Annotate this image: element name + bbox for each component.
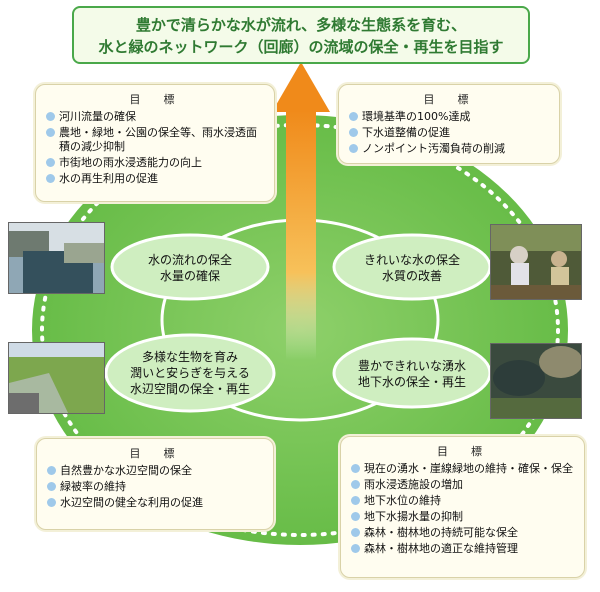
theme-line: 水の流れの保全 xyxy=(120,252,260,268)
goals-bottom-right: 目 標 現在の湧水・崖線緑地の維持・確保・保全 雨水浸透施設の増加 地下水位の維… xyxy=(340,436,585,578)
goal-item: 下水道整備の促進 xyxy=(349,126,549,140)
goal-item: 緑被率の維持 xyxy=(47,480,263,494)
theme-line: 地下水の保全・再生 xyxy=(342,374,482,390)
bullet-icon xyxy=(351,528,360,537)
goals-title: 目 標 xyxy=(46,91,264,107)
goal-item: 水辺空間の健全な利用の促進 xyxy=(47,496,263,510)
goal-item: 自然豊かな水辺空間の保全 xyxy=(47,464,263,478)
bullet-icon xyxy=(46,158,55,167)
bullet-icon xyxy=(46,174,55,183)
bullet-icon xyxy=(351,544,360,553)
theme-line: 水量の確保 xyxy=(120,268,260,284)
theme-groundwater: 豊かできれいな湧水 地下水の保全・再生 xyxy=(342,358,482,390)
bullet-icon xyxy=(47,466,56,475)
theme-waterside-space: 多様な生物を育み 潤いと安らぎを与える 水辺空間の保全・再生 xyxy=(112,349,268,397)
arrow-shaft xyxy=(286,110,316,360)
goals-bottom-left: 目 標 自然豊かな水辺空間の保全 緑被率の維持 水辺空間の健全な利用の促進 xyxy=(36,438,274,530)
theme-line: きれいな水の保全 xyxy=(342,252,482,268)
bullet-icon xyxy=(351,464,360,473)
goals-top-right: 目 標 環境基準の100%達成 下水道整備の促進 ノンポイント汚濁負荷の削減 xyxy=(338,84,560,164)
bullet-icon xyxy=(349,128,358,137)
goal-item: 現在の湧水・崖線緑地の維持・確保・保全 xyxy=(351,462,574,476)
bullet-icon xyxy=(46,112,55,121)
goal-item: 地下水位の維持 xyxy=(351,494,574,508)
bullet-icon xyxy=(349,112,358,121)
bullet-icon xyxy=(349,144,358,153)
riverbank-photo xyxy=(8,342,105,414)
goal-item: ノンポイント汚濁負荷の削減 xyxy=(349,142,549,156)
goal-item: 農地・緑地・公園の保全等、雨水浸透面積の減少抑制 xyxy=(46,126,264,154)
theme-line: 水辺空間の保全・再生 xyxy=(112,381,268,397)
goal-item: 河川流量の確保 xyxy=(46,110,264,124)
goal-item: 市街地の雨水浸透能力の向上 xyxy=(46,156,264,170)
theme-water-flow: 水の流れの保全 水量の確保 xyxy=(120,252,260,284)
arrow-head xyxy=(272,62,330,112)
spring-water-photo xyxy=(490,343,582,419)
goals-title: 目 標 xyxy=(351,443,574,459)
bullet-icon xyxy=(46,128,55,137)
bullet-icon xyxy=(351,496,360,505)
bullet-icon xyxy=(47,498,56,507)
goals-title: 目 標 xyxy=(47,445,263,461)
bullet-icon xyxy=(47,482,56,491)
theme-line: 潤いと安らぎを与える xyxy=(112,365,268,381)
goals-top-left: 目 標 河川流量の確保 農地・緑地・公園の保全等、雨水浸透面積の減少抑制 市街地… xyxy=(35,84,275,202)
bullet-icon xyxy=(351,480,360,489)
goal-item: 森林・樹林地の適正な維持管理 xyxy=(351,542,574,556)
water-survey-photo xyxy=(490,224,582,300)
vision-line-2: 水と緑のネットワーク（回廊）の流域の保全・再生を目指す xyxy=(74,36,528,58)
goal-item: 水の再生利用の促進 xyxy=(46,172,264,186)
vision-box: 豊かで清らかな水が流れ、多様な生態系を育む、 水と緑のネットワーク（回廊）の流域… xyxy=(72,6,530,64)
vision-line-1: 豊かで清らかな水が流れ、多様な生態系を育む、 xyxy=(74,14,528,36)
goal-item: 森林・樹林地の持続可能な保全 xyxy=(351,526,574,540)
theme-water-quality: きれいな水の保全 水質の改善 xyxy=(342,252,482,284)
goal-item: 地下水揚水量の抑制 xyxy=(351,510,574,524)
theme-line: 多様な生物を育み xyxy=(112,349,268,365)
theme-line: 水質の改善 xyxy=(342,268,482,284)
goal-item: 雨水浸透施設の増加 xyxy=(351,478,574,492)
goal-item: 環境基準の100%達成 xyxy=(349,110,549,124)
theme-line: 豊かできれいな湧水 xyxy=(342,358,482,374)
bullet-icon xyxy=(351,512,360,521)
river-channel-photo xyxy=(8,222,105,294)
goals-title: 目 標 xyxy=(349,91,549,107)
